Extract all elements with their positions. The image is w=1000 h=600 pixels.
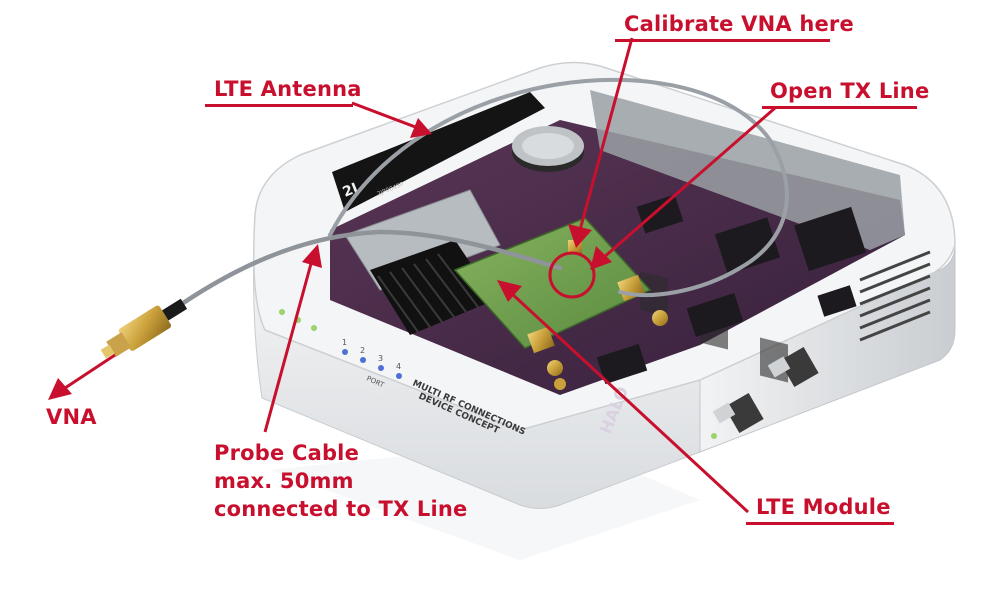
probe-cable [167, 229, 563, 315]
underline-lte-module [746, 522, 894, 525]
label-lte-module: LTE Module [756, 495, 891, 519]
vent-slots [859, 250, 931, 342]
heatsink [370, 240, 495, 335]
sma-jacks [712, 347, 819, 433]
port-2: 2 [360, 346, 365, 355]
port-3: 3 [378, 354, 383, 363]
lte-module-arrow [497, 280, 750, 514]
sfp-cage [344, 189, 501, 291]
sma-connector [100, 298, 188, 359]
label-lte-antenna: LTE Antenna [214, 77, 362, 101]
probe-point-circle [548, 251, 596, 299]
probe-cable-arrow [263, 244, 322, 433]
port-4: 4 [396, 362, 401, 371]
port-leds [342, 349, 402, 379]
module-gold-pads [527, 240, 668, 390]
vna-arrow [48, 353, 116, 400]
coin-battery [512, 126, 584, 172]
label-probe-cable-3: connected to TX Line [214, 497, 468, 521]
calibrate-arrow [568, 37, 634, 248]
lte-antenna-strip [332, 92, 545, 212]
case-right-wall [699, 244, 956, 453]
pcb-chips [596, 194, 866, 385]
label-calibrate-vna: Calibrate VNA here [624, 12, 854, 36]
port-1: 1 [342, 338, 347, 347]
underline-calibrate [615, 39, 830, 42]
open-tx-arrow [590, 106, 776, 270]
case-front-left [253, 214, 701, 509]
connector-rail [590, 90, 905, 250]
label-probe-cable-1: Probe Cable [214, 441, 360, 465]
label-probe-cable-2: max. 50mm [214, 469, 354, 493]
underline-lte-antenna [205, 104, 353, 107]
underline-open-tx [762, 106, 917, 109]
label-open-tx-line: Open TX Line [770, 79, 930, 103]
lte-antenna-arrow [351, 101, 432, 138]
label-vna: VNA [46, 405, 97, 429]
coax-loop-cable [328, 77, 789, 297]
